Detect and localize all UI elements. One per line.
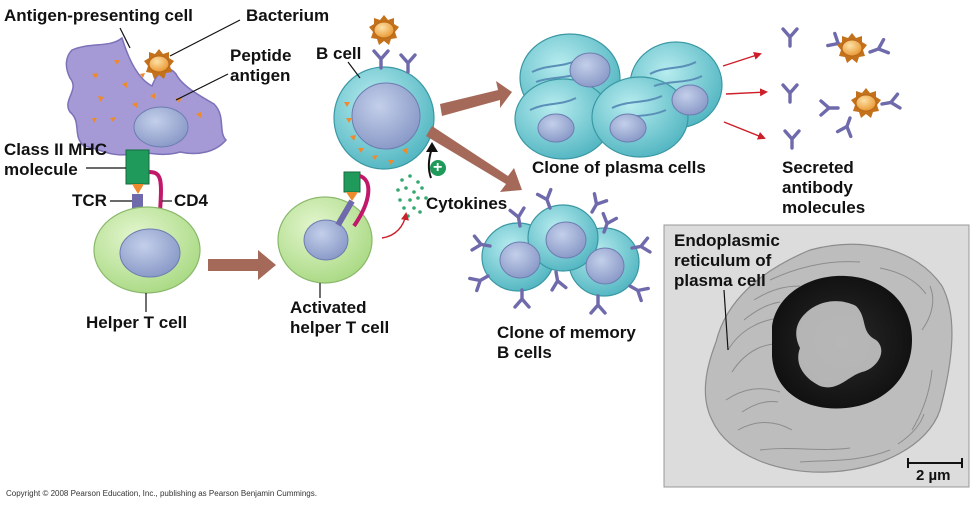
label-activated-helper-t-cell: Activated helper T cell: [290, 298, 390, 337]
leader-lines: [86, 19, 729, 351]
label-endoplasmic-reticulum: Endoplasmic reticulum of plasma cell: [674, 231, 780, 290]
micrograph: [663, 224, 970, 488]
cytokines-dots: [396, 174, 428, 218]
plasma-cell-clone: [514, 33, 723, 160]
label-clone-of-plasma-cells: Clone of plasma cells: [532, 158, 706, 177]
label-tcr: TCR: [72, 191, 107, 210]
helper-t-cell: [93, 206, 201, 294]
b-cell-receptor-2: [399, 53, 417, 74]
label-cd4: CD4: [174, 191, 209, 210]
bacterium-b-cell: [368, 14, 400, 46]
peptide-fragments: [92, 60, 201, 123]
secretion-arrows: [722, 52, 768, 140]
antigen-presenting-cell: [65, 36, 228, 156]
arrow-to-memory: [426, 126, 522, 192]
memory-cell-clone: [468, 187, 652, 315]
plus-circle: [430, 160, 446, 176]
secreted-antibodies: [781, 27, 902, 150]
er-texture: [725, 261, 934, 463]
arrow-activation: [208, 250, 276, 280]
label-antigen-presenting-cell: Antigen-presenting cell: [4, 6, 193, 25]
b-cell-receptor-1: [372, 49, 390, 70]
label-helper-t-cell: Helper T cell: [86, 313, 188, 332]
activation-arrowhead: [426, 142, 438, 152]
label-class-ii-mhc: Class II MHC molecule: [4, 140, 107, 179]
label-b-cell: B cell: [316, 44, 362, 63]
b-cell: [333, 49, 435, 170]
label-bacterium: Bacterium: [246, 6, 330, 25]
arrow-cytokines: [381, 212, 409, 239]
activation-line: [427, 147, 433, 179]
copyright-notice: Copyright © 2008 Pearson Education, Inc.…: [6, 489, 317, 498]
plus-sign: +: [433, 159, 443, 176]
label-clone-of-memory-b-cells: Clone of memory B cells: [497, 323, 636, 362]
label-secreted-antibody: Secreted antibody molecules: [782, 158, 866, 217]
label-peptide-antigen: Peptide antigen: [230, 46, 292, 85]
arrow-to-plasma: [440, 81, 512, 116]
activated-helper-t-cell: [277, 196, 373, 284]
label-cytokines: Cytokines: [426, 194, 508, 213]
mhc-tcr-complex-right: [335, 171, 371, 228]
b-cell-peptides: [344, 102, 407, 165]
mhc-tcr-complex-left: [125, 149, 163, 213]
label-scale: 2 µm: [916, 467, 951, 484]
